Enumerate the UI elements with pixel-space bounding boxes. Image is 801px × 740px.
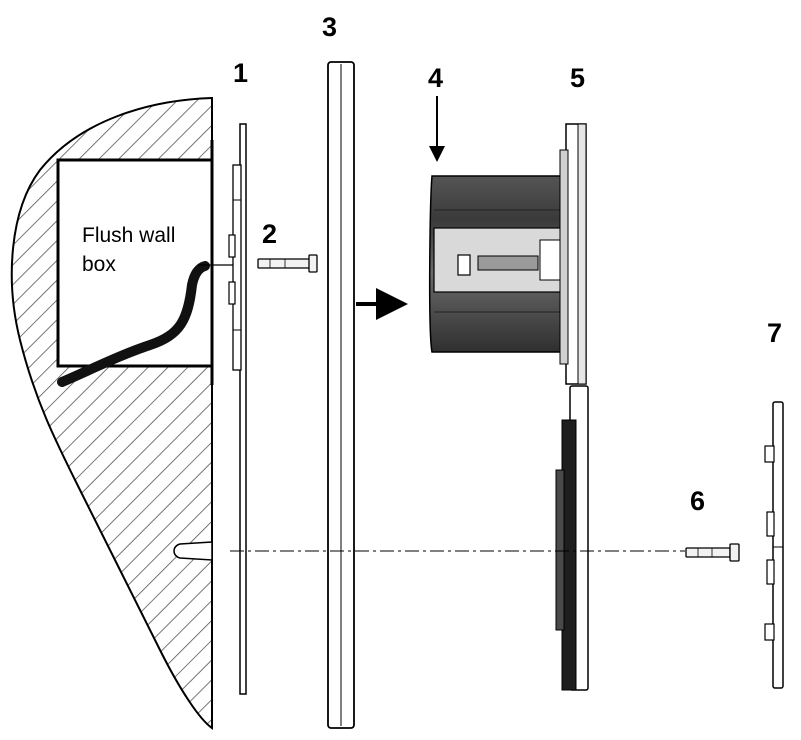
part-7-cover xyxy=(764,401,784,689)
part-4-insert xyxy=(428,175,567,353)
part-3-frame xyxy=(327,61,355,729)
flush-wall-box-label-line1: Flush wall xyxy=(82,224,175,247)
callout-3: 3 xyxy=(322,12,337,42)
part-5-device xyxy=(555,123,589,691)
callout-1: 1 xyxy=(233,58,248,88)
callout-7: 7 xyxy=(767,318,782,348)
callout-6: 6 xyxy=(690,486,705,516)
callout-4: 4 xyxy=(428,63,443,93)
cable xyxy=(57,261,210,387)
part-2-screw xyxy=(257,254,318,273)
wall-section xyxy=(10,96,240,730)
flush-wall-box-cavity xyxy=(56,158,214,368)
callout-5: 5 xyxy=(570,63,585,93)
part-1-mounting-plate xyxy=(228,123,247,695)
part-6-screw xyxy=(685,543,740,562)
flush-wall-box-label-line2: box xyxy=(82,253,116,276)
wall-plug xyxy=(173,541,213,561)
callout-2: 2 xyxy=(262,219,277,249)
